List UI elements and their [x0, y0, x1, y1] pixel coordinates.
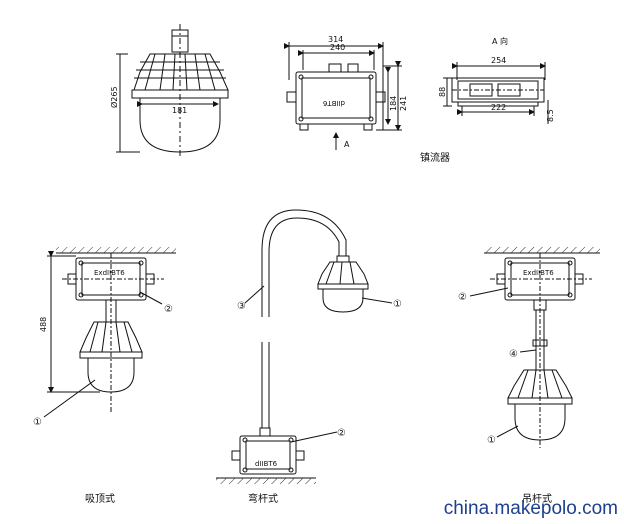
pendant-callout-box: ② — [458, 292, 467, 303]
curved-callout-lamp: ① — [393, 299, 402, 310]
pendant-callout-lamp: ① — [487, 435, 496, 446]
ballast-caption: 镇流器 — [420, 151, 450, 164]
lamp-diameter-label: Ø265 — [109, 86, 119, 108]
ceiling-dim-488: 488 — [39, 317, 48, 332]
ballast-dim-240: 240 — [330, 43, 345, 52]
ballast-dim-241: 241 — [399, 96, 408, 111]
ceiling-callout-lamp: ① — [33, 417, 42, 428]
ceiling-nameplate: ExdIIBT6 — [94, 269, 125, 277]
ceiling-callout-box: ② — [164, 304, 173, 315]
ceiling-caption: 吸顶式 — [85, 492, 115, 505]
pendant-callout-pole: ④ — [509, 349, 518, 360]
lamp-elevation-view — [116, 24, 229, 158]
pendant-nameplate: ExdIIBT6 — [523, 269, 554, 277]
curved-pole-view — [216, 209, 393, 484]
ballast-dim-314: 314 — [328, 35, 343, 44]
view-a-marker: A — [344, 140, 350, 149]
pendant-caption: 吊杆式 — [522, 492, 552, 505]
curved-nameplate: dIIBT6 — [255, 460, 278, 468]
curved-callout-box: ② — [337, 428, 346, 439]
view-a-dim-8-5: 8.5 — [546, 109, 555, 122]
ballast-nameplate: dIIBT6 — [322, 99, 345, 107]
curved-callout-pole: ③ — [237, 301, 246, 312]
watermark-text: china.makepolo.com — [443, 498, 618, 519]
curved-caption: 弯杆式 — [248, 492, 278, 505]
view-a-dim-254: 254 — [491, 56, 506, 65]
view-a-dim-222: 222 — [491, 103, 506, 112]
pendant-pole-view — [469, 247, 600, 448]
view-a-dim-88: 88 — [438, 87, 447, 97]
view-a-title: A 向 — [492, 36, 508, 46]
view-a — [443, 62, 549, 124]
ceiling-mount-view — [43, 247, 176, 418]
ballast-dim-184: 184 — [389, 96, 398, 111]
lamp-width-label: 181 — [172, 106, 187, 115]
ballast-view — [284, 42, 402, 150]
